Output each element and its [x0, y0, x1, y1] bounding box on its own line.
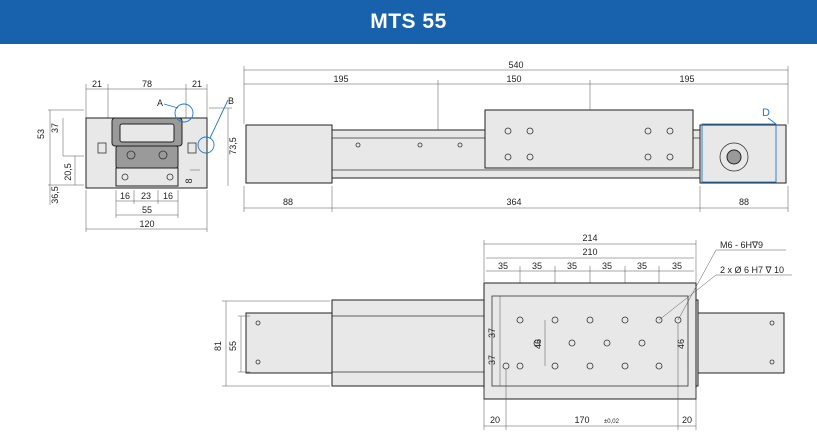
dim-37-upper: 37	[487, 328, 497, 338]
dim-150: 150	[506, 74, 521, 84]
side-view: 540 195 150 195 D 88 364 88	[243, 60, 789, 212]
dim-8: 8	[184, 178, 194, 183]
dim-195-left: 195	[333, 74, 348, 84]
dim-78: 78	[142, 79, 152, 89]
dim-170: 170	[574, 415, 589, 425]
dim-21-left: 21	[92, 79, 102, 89]
side-carriage	[484, 109, 694, 169]
dim-23: 23	[141, 191, 151, 201]
pitch-35-4: 35	[602, 261, 612, 271]
dim-540: 540	[508, 60, 523, 70]
technical-drawing: 21 78 21 A B 53 37 20,5 36,5	[36, 60, 792, 430]
dim-20-left: 20	[490, 415, 500, 425]
dim-16-right: 16	[163, 191, 173, 201]
callout-b: B	[228, 96, 234, 106]
note-pin: 2 x Ø 6 H7 ∇ 10	[720, 265, 784, 275]
dim-46-right: 46	[676, 339, 686, 349]
dim-37: 37	[50, 123, 60, 133]
pitch-35-5: 35	[637, 261, 647, 271]
dim-21-right: 21	[192, 79, 202, 89]
dim-170-tolerance: ±0,02	[604, 419, 620, 425]
callout-d: D	[762, 107, 770, 119]
dim-214: 214	[582, 233, 597, 243]
dim-210: 210	[582, 247, 597, 257]
top-carriage	[483, 282, 697, 400]
dim-73-5: 73,5	[228, 137, 238, 155]
dim-120: 120	[139, 219, 154, 229]
pitch-35-1: 35	[498, 261, 508, 271]
pitch-35-2: 35	[532, 261, 542, 271]
dim-53: 53	[36, 129, 46, 139]
pitch-35-6: 35	[672, 261, 682, 271]
top-view: 214 210 35 35 35 35 35 35	[213, 233, 792, 430]
dim-364: 364	[506, 197, 521, 207]
dim-16-left: 16	[120, 191, 130, 201]
dim-195-right: 195	[679, 74, 694, 84]
dim-37-lower: 37	[487, 355, 497, 365]
dim-20-right: 20	[682, 415, 692, 425]
dim-36-5: 36,5	[50, 186, 60, 204]
dim-20-5: 20,5	[63, 163, 73, 181]
note-thread: M6 - 6H∇9	[720, 240, 763, 250]
dim-88-right: 88	[739, 197, 749, 207]
dim-88-left: 88	[283, 197, 293, 207]
end-view: 21 78 21 A B 53 37 20,5 36,5	[36, 79, 238, 232]
dim-55: 55	[142, 205, 152, 215]
dim-55-top: 55	[228, 341, 238, 351]
dim-46-left: 46	[533, 339, 543, 349]
dim-81: 81	[213, 341, 223, 351]
pitch-35-3: 35	[567, 261, 577, 271]
callout-a: A	[157, 98, 163, 108]
header-bar: MTS 55	[0, 0, 817, 44]
page-title: MTS 55	[370, 10, 447, 33]
